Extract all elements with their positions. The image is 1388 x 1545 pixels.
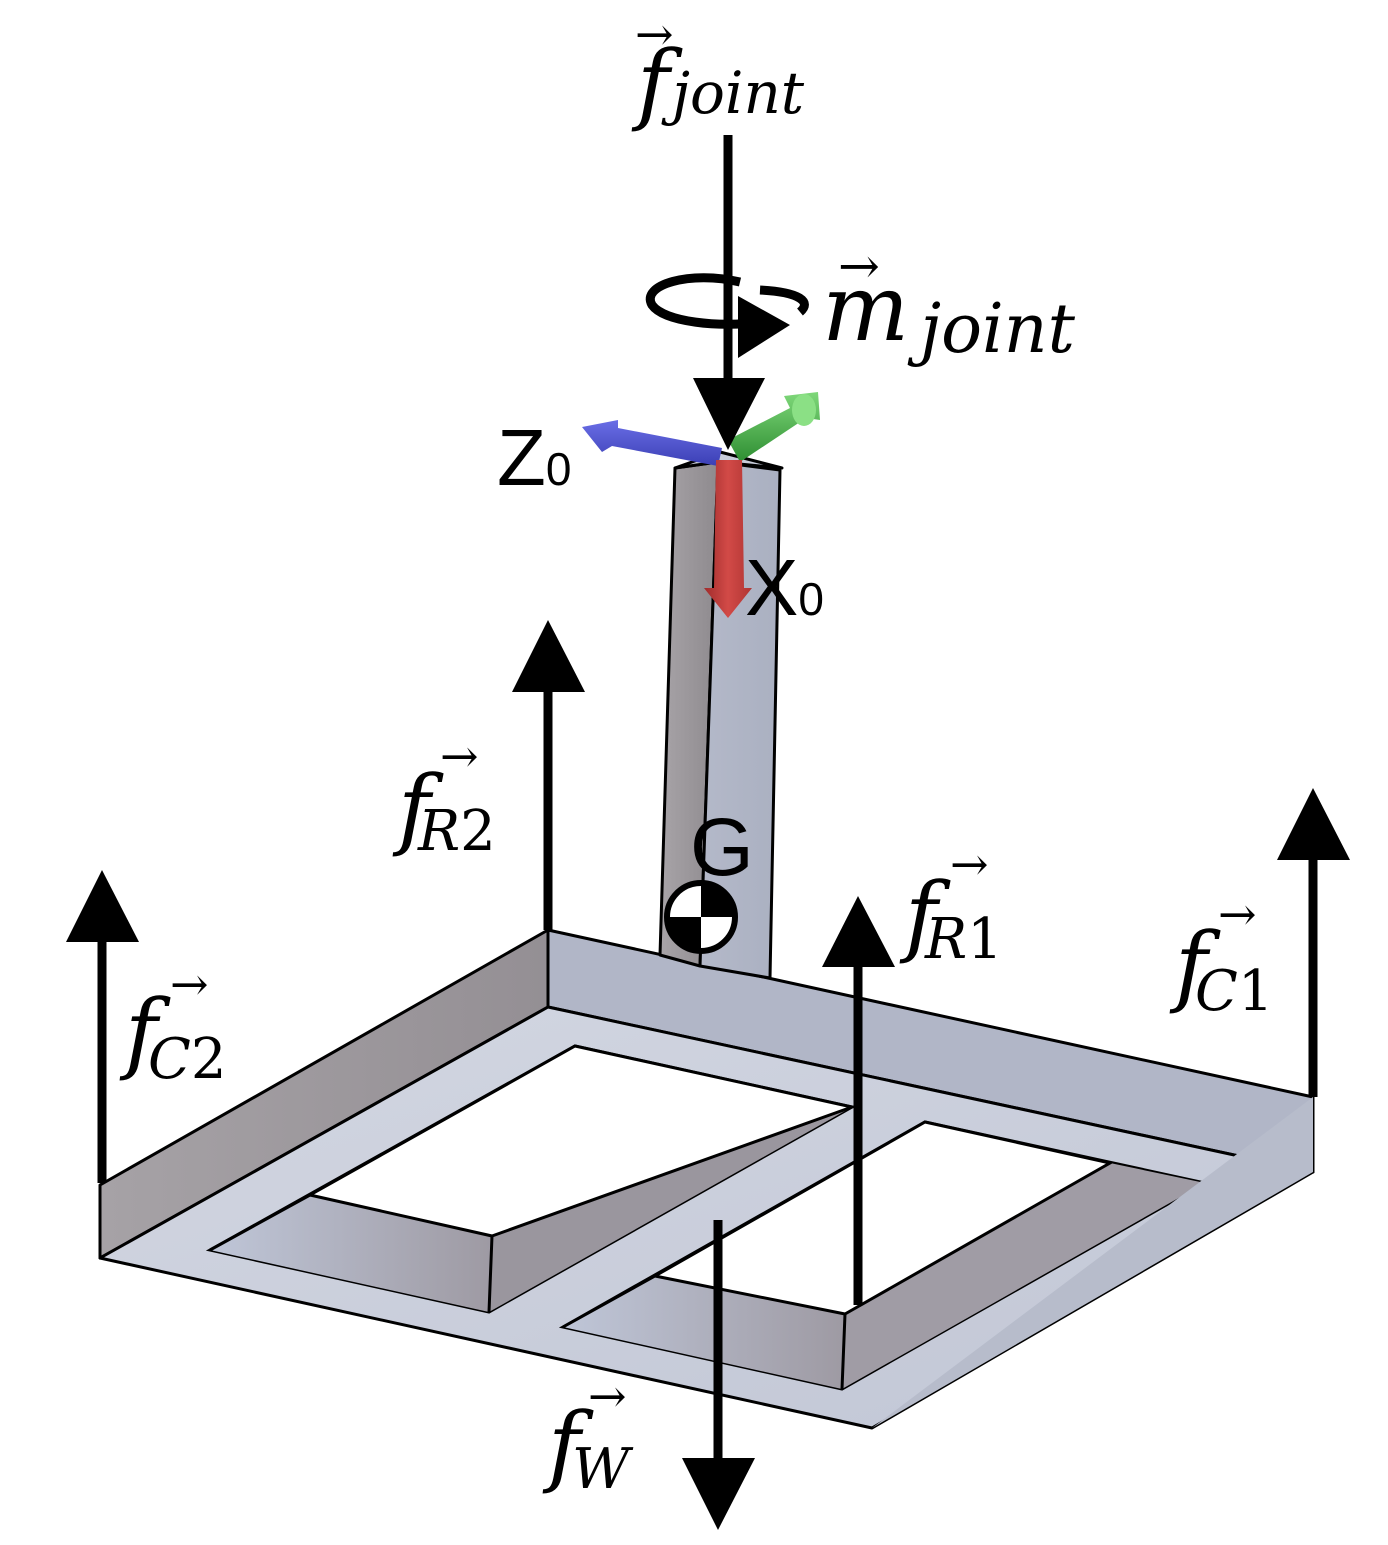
z-axis-arrow — [582, 420, 722, 466]
svg-text:→: → — [838, 237, 880, 295]
svg-text:→: → — [950, 837, 989, 891]
z-axis-subscript: 0 — [546, 443, 572, 495]
x-axis-subscript: 0 — [798, 573, 824, 625]
svg-text:→: → — [588, 1369, 627, 1423]
svg-text:→: → — [635, 7, 674, 61]
force-R2-arrow — [512, 620, 585, 930]
force-W-arrow — [682, 1220, 755, 1530]
opening-left-inner-wall-bottom — [210, 1195, 492, 1312]
frame-right-end-face — [872, 1097, 1313, 1428]
opening-right-inner-wall-bottom — [563, 1276, 845, 1389]
opening-left-back — [310, 1046, 852, 1236]
label-f-W: f → W — [542, 1369, 634, 1502]
force-C1-arrow — [1277, 788, 1350, 1097]
svg-text:C1: C1 — [1195, 959, 1274, 1024]
svg-text:C2: C2 — [148, 1027, 227, 1092]
label-m-joint: m → joint — [822, 237, 1076, 369]
svg-text:→: → — [1218, 887, 1257, 941]
base-frame — [98, 928, 1315, 1430]
label-f-R1: f → R1 — [899, 837, 1003, 972]
opening-right-back — [655, 1122, 1110, 1314]
x-axis-label: X0 — [745, 543, 824, 632]
label-f-C2: f → C2 — [119, 957, 227, 1092]
y-axis-arrow — [728, 392, 820, 462]
svg-text:→: → — [170, 957, 209, 1011]
joint-force-arrow — [693, 135, 765, 450]
label-f-R2: f → R2 — [392, 729, 496, 864]
coordinate-frame: Z0 X0 — [497, 392, 824, 632]
center-of-mass: G — [664, 802, 754, 954]
opening-left-inner-wall-right — [489, 1107, 852, 1312]
svg-text:R2: R2 — [417, 799, 496, 864]
svg-text:W: W — [572, 1437, 634, 1502]
center-of-mass-label: G — [690, 802, 754, 893]
force-C2-arrow — [66, 870, 139, 1183]
label-f-joint: f → joint — [631, 7, 805, 134]
z-axis-label: Z0 — [497, 413, 571, 502]
svg-text:R1: R1 — [924, 907, 1003, 972]
svg-text:→: → — [440, 729, 479, 783]
joint-moment-arrow — [645, 273, 809, 358]
opening-right-inner-wall-right — [842, 1163, 1205, 1389]
x-axis-arrow — [704, 460, 752, 618]
force-R1-arrow — [822, 896, 895, 1305]
svg-text:joint: joint — [907, 290, 1076, 369]
label-f-C1: f → C1 — [1169, 887, 1274, 1024]
svg-text:joint: joint — [661, 59, 805, 127]
svg-text:m: m — [822, 255, 909, 362]
